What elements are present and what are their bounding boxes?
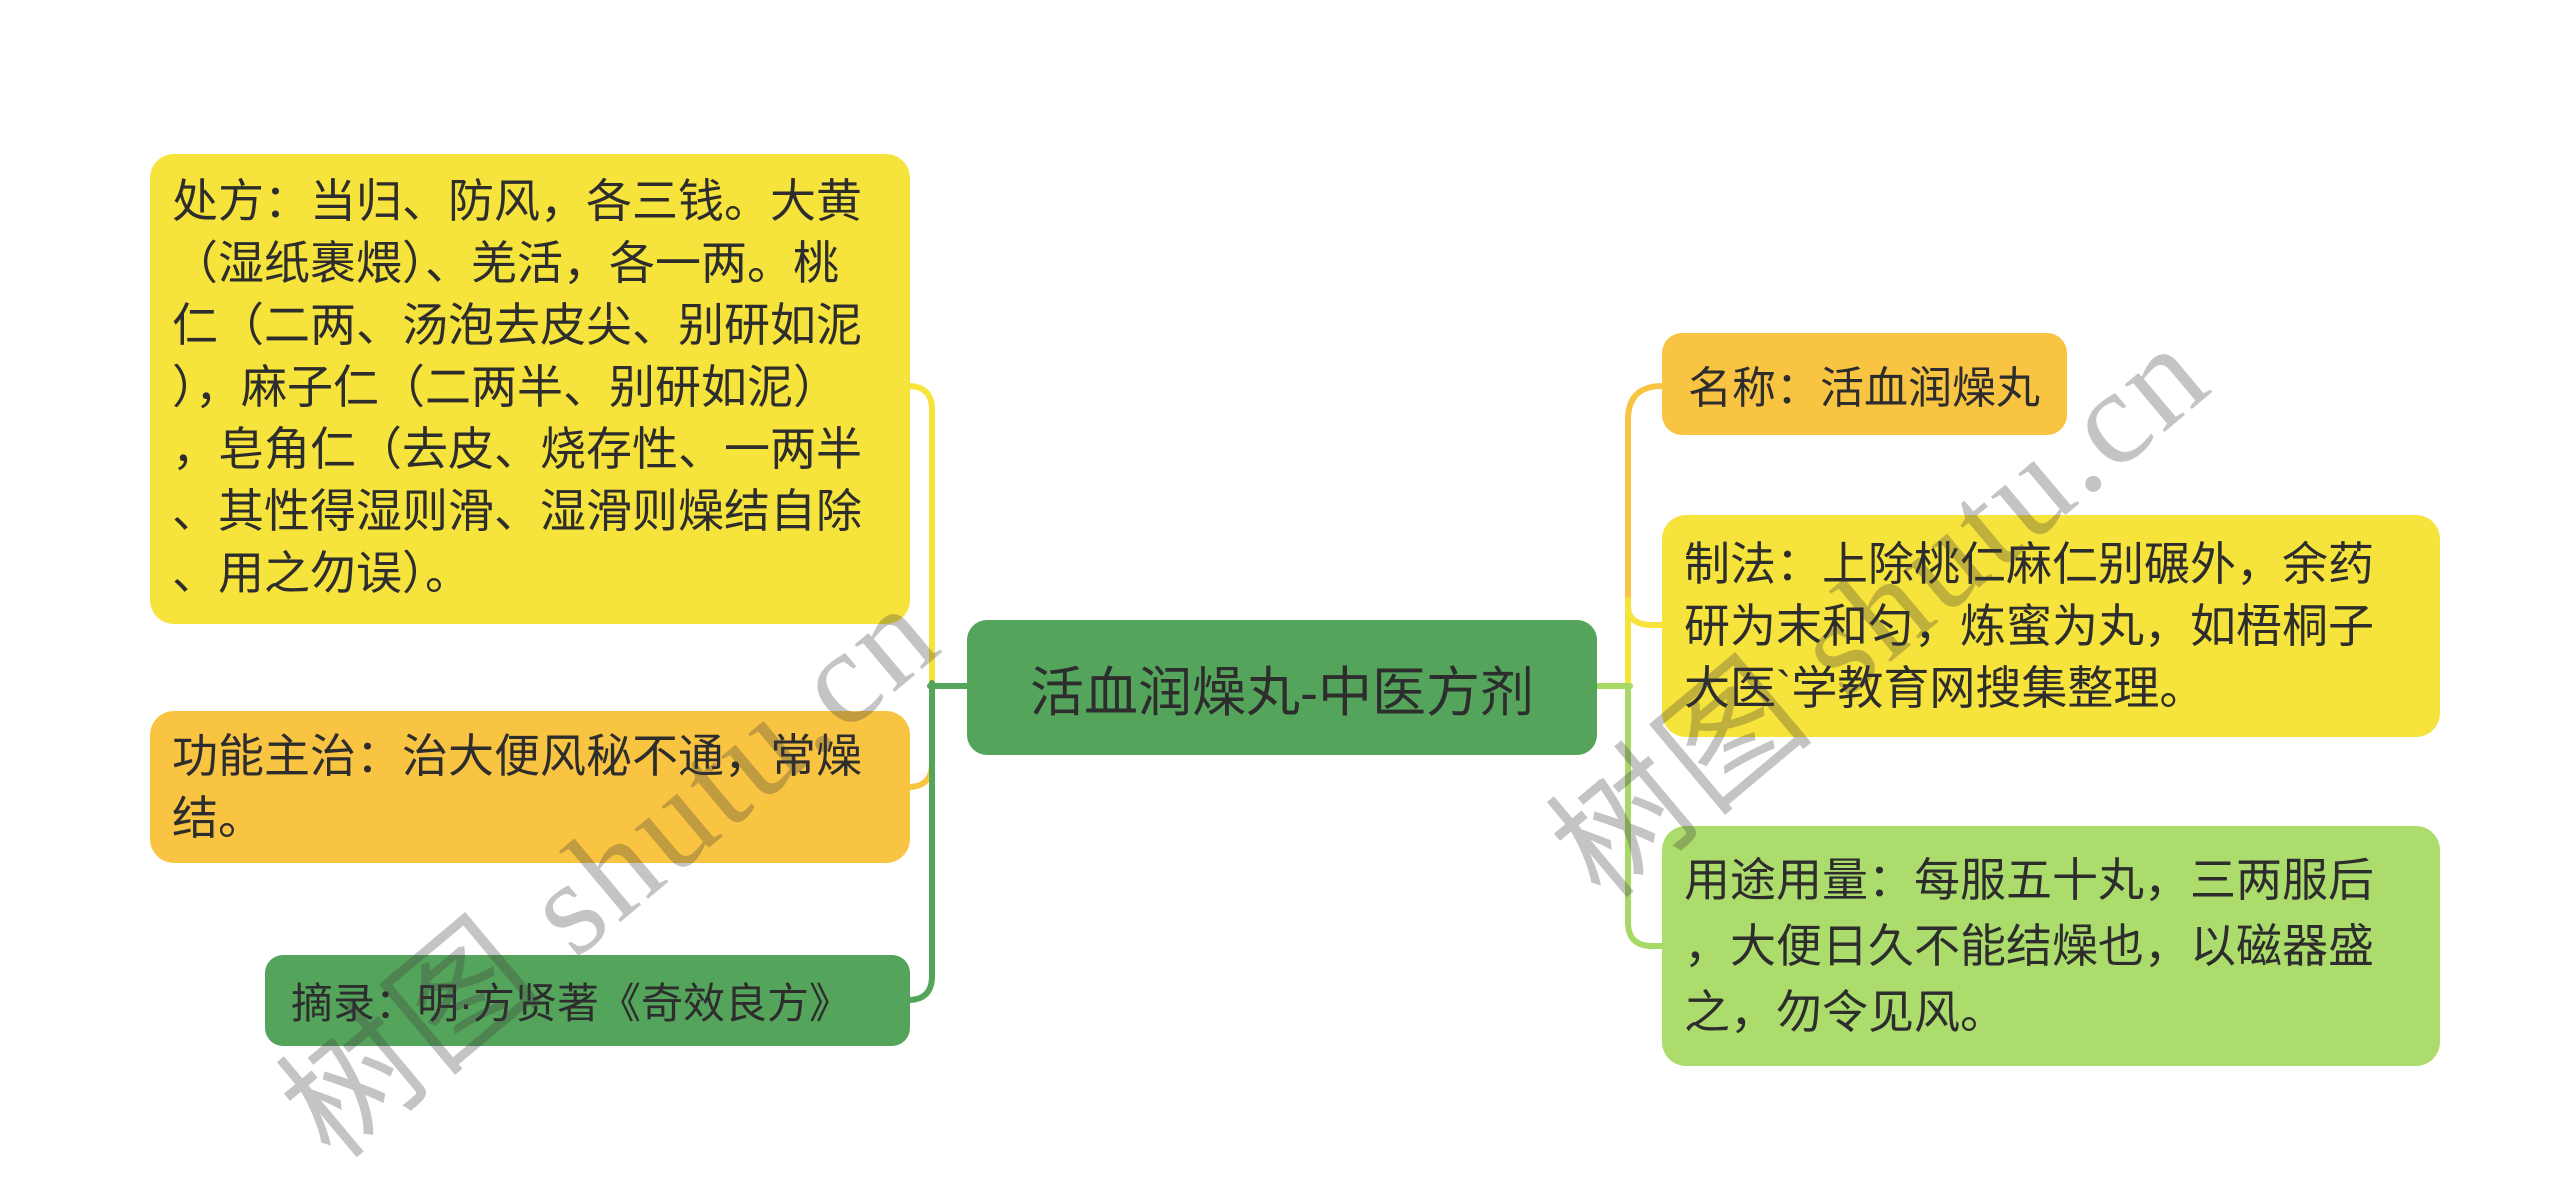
node-excerpt[interactable]: 摘录：明·方贤著《奇效良方》 xyxy=(265,955,910,1046)
node-method[interactable]: 制法：上除桃仁麻仁别碾外，余药 研为末和匀，炼蜜为丸，如梧桐子 大医`学教育网搜… xyxy=(1662,515,2440,737)
edge-name xyxy=(1625,383,1665,607)
edge-excerpt xyxy=(905,680,935,1003)
node-indications[interactable]: 功能主治：治大便风秘不通，常燥 结。 xyxy=(150,711,910,863)
node-name[interactable]: 名称：活血润燥丸 xyxy=(1662,333,2067,435)
edge-method xyxy=(1625,603,1665,628)
node-prescription[interactable]: 处方：当归、防风，各三钱。大黄 （湿纸裹煨）、羌活，各一两。桃 仁（二两、汤泡去… xyxy=(150,154,910,624)
node-usage[interactable]: 用途用量：每服五十丸，三两服后 ，大便日久不能结燥也，以磁器盛 之，勿令见风。 xyxy=(1662,826,2440,1066)
edge-prescription xyxy=(905,383,935,686)
edge-usage xyxy=(1625,683,1665,949)
node-root-title[interactable]: 活血润燥丸-中医方剂 xyxy=(967,620,1597,755)
edge-indications xyxy=(905,760,935,790)
